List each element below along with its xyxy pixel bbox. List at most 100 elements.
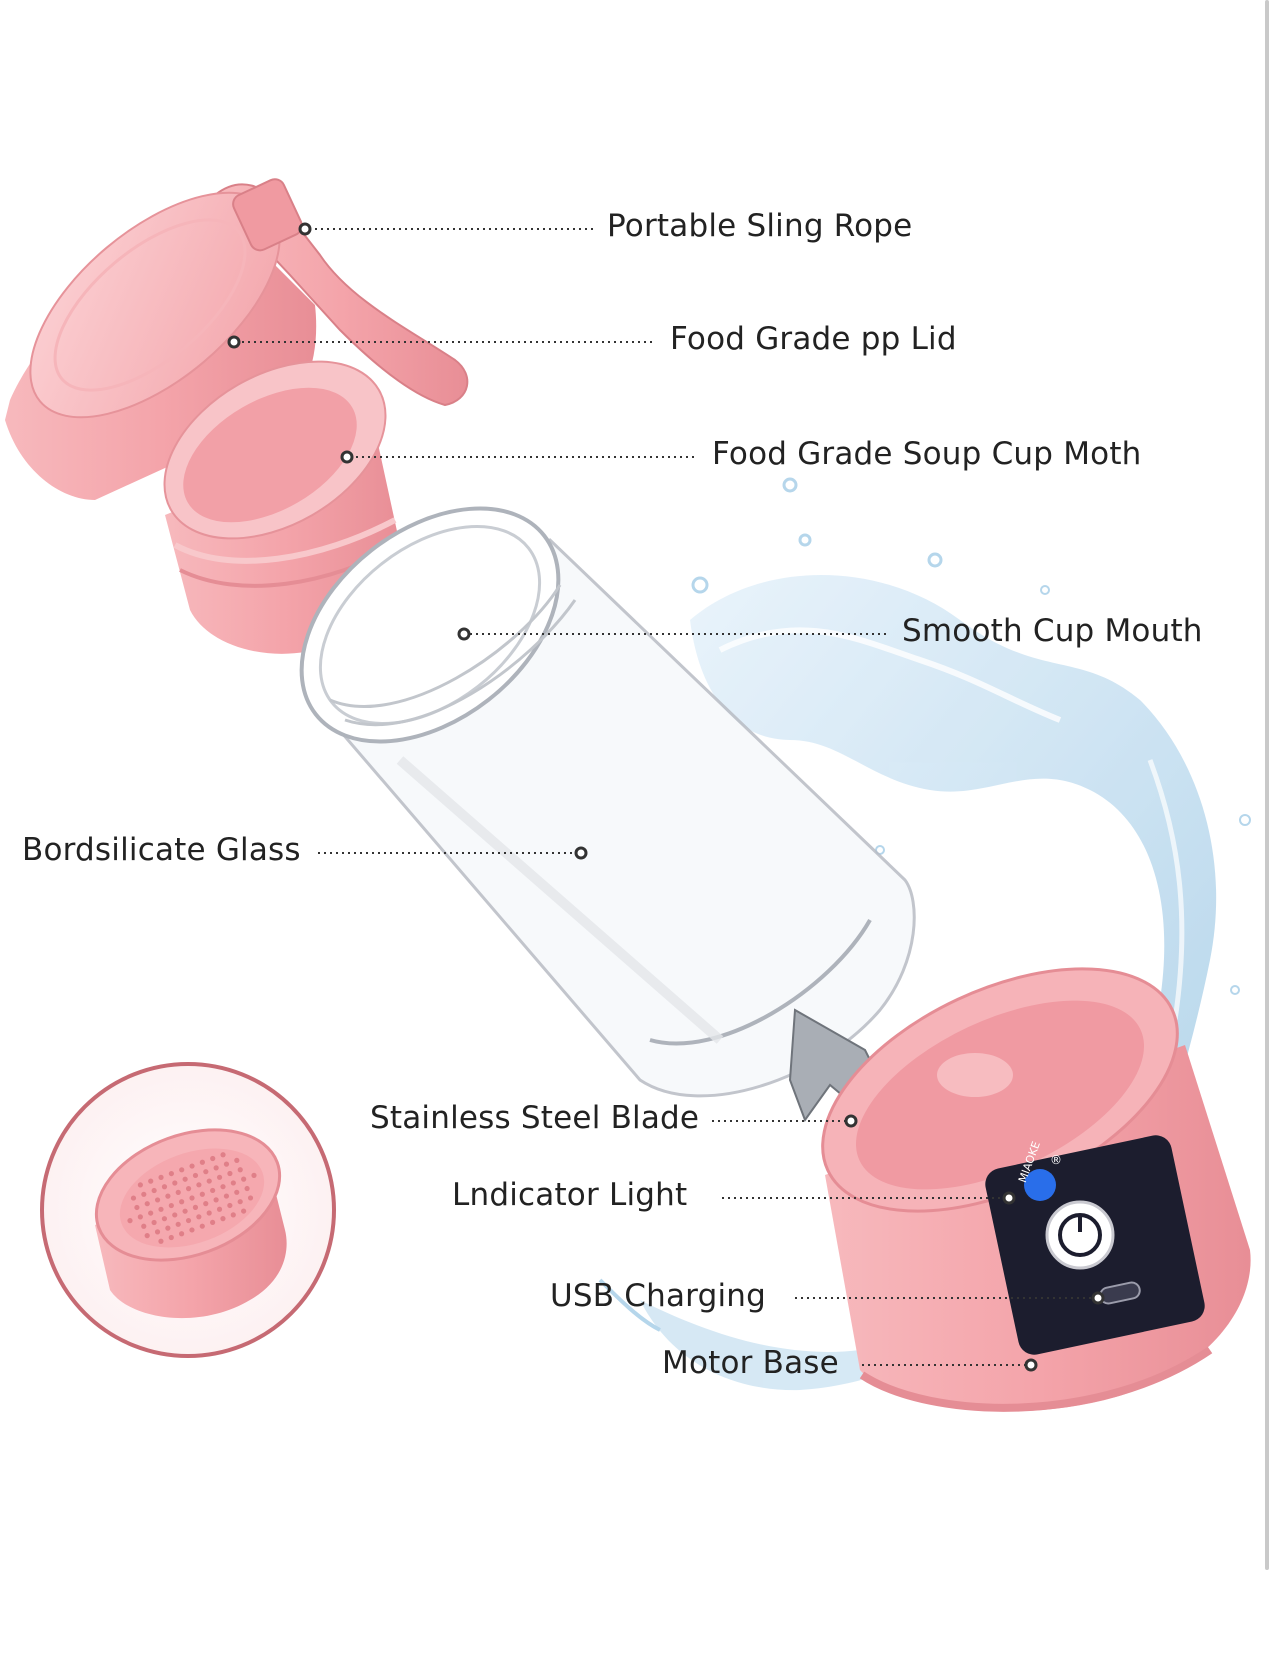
filter-hole [216,1206,223,1212]
filter-hole [179,1199,185,1205]
filter-hole [192,1204,199,1210]
filter-hole [172,1180,178,1186]
filter-hole [199,1191,205,1197]
filter-hole [189,1195,195,1201]
label-lid: Food Grade pp Lid [670,321,957,357]
filter-hole [234,1189,240,1195]
filter-hole [151,1187,157,1194]
glass-cup-part [299,506,916,1098]
filter-hole [175,1189,181,1195]
filter-hole [185,1186,192,1192]
filter-hole [189,1163,195,1169]
filter-hole [161,1216,168,1222]
endpoint-usb [1091,1291,1105,1305]
filter-hole [127,1218,133,1224]
filter-hole [196,1214,202,1220]
filter-hole [203,1169,209,1175]
filter-hole [141,1191,147,1197]
filter-hole [216,1174,223,1180]
filter-hole [227,1202,233,1209]
scrollbar[interactable] [1265,0,1269,1570]
filter-hole [148,1210,154,1216]
filter-hole [168,1170,174,1177]
leader-lines [236,228,1094,1366]
label-smooth-cup-mouth: Smooth Cup Mouth [902,613,1203,649]
filter-hole [230,1180,236,1186]
filter-hole [168,1234,174,1241]
filter-hole [244,1185,250,1192]
filter-hole [130,1195,137,1201]
filter-hole [148,1178,154,1184]
filter-hole [213,1197,219,1203]
filter-hole [203,1201,209,1207]
filter-hole [144,1201,150,1207]
filter-hole [230,1212,236,1218]
label-motor-base: Motor Base [662,1345,839,1381]
filter-hole [210,1219,216,1226]
endpoint-glass [574,846,588,860]
filter-hole [134,1204,140,1211]
label-glass: Bordsilicate Glass [22,832,301,868]
filter-hole [154,1229,161,1235]
filter-hole [223,1193,230,1199]
filter-hole [199,1159,205,1165]
label-sling-rope: Portable Sling Rope [607,208,913,244]
filter-hole [137,1214,143,1220]
filter-hole [189,1227,195,1233]
filter-hole [144,1233,150,1239]
filter-hole [196,1182,202,1188]
filter-hole [172,1212,178,1218]
filter-hole [237,1167,243,1173]
filter-hole [206,1178,212,1184]
filter-hole [213,1165,219,1171]
filter-hole [227,1170,233,1177]
filter-hole [141,1223,147,1229]
registered-mark: ® [1050,1153,1062,1167]
filter-hole [158,1174,164,1180]
filter-hole [165,1225,171,1231]
filter-hole [241,1176,247,1182]
filter-hole [182,1208,188,1214]
endpoint-motor [1024,1358,1038,1372]
endpoint-indicator [1002,1191,1016,1205]
filter-hole [175,1221,181,1227]
filter-hole [158,1206,164,1212]
filter-hole [185,1217,192,1224]
endpoint-smooth-cup [457,627,471,641]
endpoint-sling-rope [298,222,312,236]
filter-hole [179,1167,185,1173]
power-icon [1045,1200,1115,1270]
filter-hole [179,1231,185,1237]
filter-hole [199,1223,205,1229]
inset-filter-detail [40,1062,336,1358]
filter-hole [182,1176,188,1182]
filter-hole [158,1238,164,1244]
filter-hole [241,1208,247,1214]
filter-hole [168,1202,174,1209]
filter-hole [251,1172,257,1178]
filter-hole [165,1193,171,1199]
filter-hole [220,1152,226,1158]
filter-hole [247,1195,254,1201]
leader-endpoints [227,222,1105,1372]
filter-hole [237,1199,243,1205]
label-soup-cup-mouth: Food Grade Soup Cup Moth [712,436,1142,472]
filter-hole [210,1155,216,1162]
indicator-light-icon [1024,1169,1056,1201]
endpoint-soup-cup [340,450,354,464]
filter-hole [220,1216,226,1222]
motor-base-part [821,967,1251,1412]
filter-hole [151,1219,157,1226]
filter-hole [161,1184,168,1190]
filter-hole [206,1210,212,1216]
water-splash [598,477,1251,1391]
label-usb: USB Charging [550,1278,766,1314]
filter-hole [137,1182,143,1188]
filter-hole [223,1161,230,1167]
label-blade: Stainless Steel Blade [370,1100,700,1136]
filter-hole [220,1184,226,1190]
endpoint-blade [844,1114,858,1128]
filter-hole [234,1157,240,1163]
soup-cup-mouth-part [163,360,402,654]
